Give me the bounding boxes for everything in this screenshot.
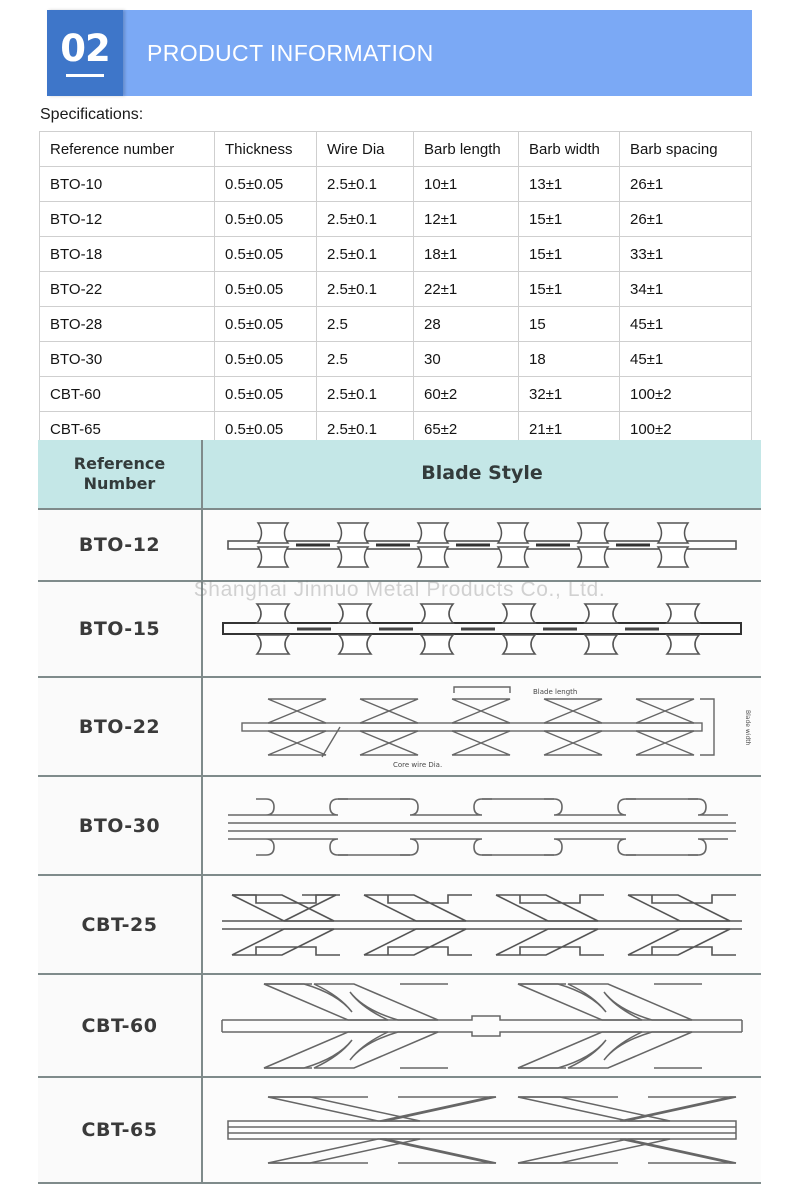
cell-thickness: 0.5±0.05: [214, 376, 317, 412]
blade-diagram-icon: [227, 522, 737, 568]
cell-barb-spacing: 26±1: [619, 166, 752, 202]
cell-barb-spacing: 45±1: [619, 306, 752, 342]
column-header-wire-dia: Wire Dia: [316, 131, 414, 167]
section-number-badge: 02: [47, 10, 123, 96]
cell-thickness: 0.5±0.05: [214, 201, 317, 237]
cell-barb-width: 15: [518, 306, 620, 342]
blade-column-header-reference-number: Reference Number: [38, 440, 203, 510]
blade-style-sheet: Reference Number Blade Style BTO-12: [38, 440, 761, 1184]
cell-wire-dia: 2.5±0.1: [316, 236, 414, 272]
cell-thickness: 0.5±0.05: [214, 341, 317, 377]
cell-barb-length: 10±1: [413, 166, 519, 202]
cell-barb-width: 13±1: [518, 166, 620, 202]
cell-thickness: 0.5±0.05: [214, 236, 317, 272]
annotation-core-wire-dia: Core wire Dia.: [393, 761, 443, 769]
cell-reference-number: BTO-22: [39, 271, 215, 307]
cell-wire-dia: 2.5±0.1: [316, 201, 414, 237]
column-header-barb-width: Barb width: [518, 131, 620, 167]
cell-barb-spacing: 26±1: [619, 201, 752, 237]
cell-barb-width: 15±1: [518, 201, 620, 237]
section-number-underline: [66, 73, 104, 77]
cell-thickness: 0.5±0.05: [214, 271, 317, 307]
blade-diagram-icon: [228, 797, 736, 856]
cell-wire-dia: 2.5: [316, 306, 414, 342]
blade-row-label-cbt-65: CBT-65: [38, 1078, 203, 1184]
table-row: BTO-10 0.5±0.05 2.5±0.1 10±1 13±1 26±1: [39, 166, 752, 202]
cell-barb-length: 12±1: [413, 201, 519, 237]
cell-thickness: 0.5±0.05: [214, 306, 317, 342]
cell-reference-number: BTO-28: [39, 306, 215, 342]
blade-row-label-cbt-25: CBT-25: [38, 876, 203, 975]
blade-art-cbt-25: [203, 876, 761, 975]
cell-reference-number: BTO-18: [39, 236, 215, 272]
cell-barb-spacing: 33±1: [619, 236, 752, 272]
cell-barb-spacing: 100±2: [619, 376, 752, 412]
section-title: PRODUCT INFORMATION: [147, 39, 434, 66]
table-header-row: Reference number Thickness Wire Dia Barb…: [39, 131, 752, 167]
cell-reference-number: BTO-12: [39, 201, 215, 237]
blade-art-bto-12: [203, 510, 761, 582]
blade-row-label-bto-30: BTO-30: [38, 777, 203, 876]
blade-row-label-bto-12: BTO-12: [38, 510, 203, 582]
cell-wire-dia: 2.5±0.1: [316, 166, 414, 202]
section-number: 02: [60, 26, 110, 70]
cell-barb-length: 60±2: [413, 376, 519, 412]
cell-barb-length: 28: [413, 306, 519, 342]
table-row: BTO-12 0.5±0.05 2.5±0.1 12±1 15±1 26±1: [39, 201, 752, 237]
blade-style-figure: Reference Number Blade Style BTO-12: [38, 440, 761, 1184]
column-header-thickness: Thickness: [214, 131, 317, 167]
table-row: BTO-22 0.5±0.05 2.5±0.1 22±1 15±1 34±1: [39, 271, 752, 307]
cell-reference-number: BTO-30: [39, 341, 215, 377]
cell-wire-dia: 2.5±0.1: [316, 376, 414, 412]
blade-diagram-icon: [227, 1096, 737, 1164]
column-header-reference-number: Reference number: [39, 131, 215, 167]
blade-column-header-blade-style: Blade Style: [203, 440, 761, 510]
blade-header-ref-line2: Number: [83, 474, 156, 493]
cell-thickness: 0.5±0.05: [214, 166, 317, 202]
blade-row-label-cbt-60: CBT-60: [38, 975, 203, 1078]
table-row: CBT-60 0.5±0.05 2.5±0.1 60±2 32±1 100±2: [39, 376, 752, 412]
cell-barb-length: 18±1: [413, 236, 519, 272]
blade-row-label-bto-22: BTO-22: [38, 678, 203, 777]
blade-diagram-icon: [222, 893, 742, 956]
blade-diagram-icon: [222, 603, 742, 655]
annotation-blade-width: Blade width: [744, 710, 751, 746]
specifications-table: Reference number Thickness Wire Dia Barb…: [39, 131, 752, 447]
column-header-barb-spacing: Barb spacing: [619, 131, 752, 167]
cell-barb-spacing: 45±1: [619, 341, 752, 377]
blade-header-ref-line1: Reference: [73, 454, 166, 473]
column-header-barb-length: Barb length: [413, 131, 519, 167]
cell-barb-length: 22±1: [413, 271, 519, 307]
cell-wire-dia: 2.5: [316, 341, 414, 377]
cell-wire-dia: 2.5±0.1: [316, 271, 414, 307]
blade-art-bto-15: [203, 582, 761, 678]
blade-diagram-icon: [241, 685, 715, 757]
cell-reference-number: CBT-60: [39, 376, 215, 412]
cell-barb-width: 15±1: [518, 271, 620, 307]
section-banner: 02 PRODUCT INFORMATION: [47, 10, 752, 96]
blade-style-grid: Reference Number Blade Style BTO-12: [38, 440, 761, 1184]
blade-art-bto-30: [203, 777, 761, 876]
table-row: BTO-28 0.5±0.05 2.5 28 15 45±1: [39, 306, 752, 342]
cell-barb-width: 18: [518, 341, 620, 377]
specifications-label: Specifications:: [40, 106, 144, 123]
cell-barb-spacing: 34±1: [619, 271, 752, 307]
table-row: BTO-18 0.5±0.05 2.5±0.1 18±1 15±1 33±1: [39, 236, 752, 272]
blade-art-bto-22: Blade length Core wire Dia. Blade width: [203, 678, 761, 777]
table-row: BTO-30 0.5±0.05 2.5 30 18 45±1: [39, 341, 752, 377]
blade-art-cbt-65: [203, 1078, 761, 1184]
cell-barb-width: 15±1: [518, 236, 620, 272]
cell-barb-width: 32±1: [518, 376, 620, 412]
cell-barb-length: 30: [413, 341, 519, 377]
blade-row-label-bto-15: BTO-15: [38, 582, 203, 678]
blade-diagram-icon: [221, 982, 743, 1069]
cell-reference-number: BTO-10: [39, 166, 215, 202]
blade-art-cbt-60: [203, 975, 761, 1078]
annotation-blade-length: Blade length: [533, 688, 578, 696]
